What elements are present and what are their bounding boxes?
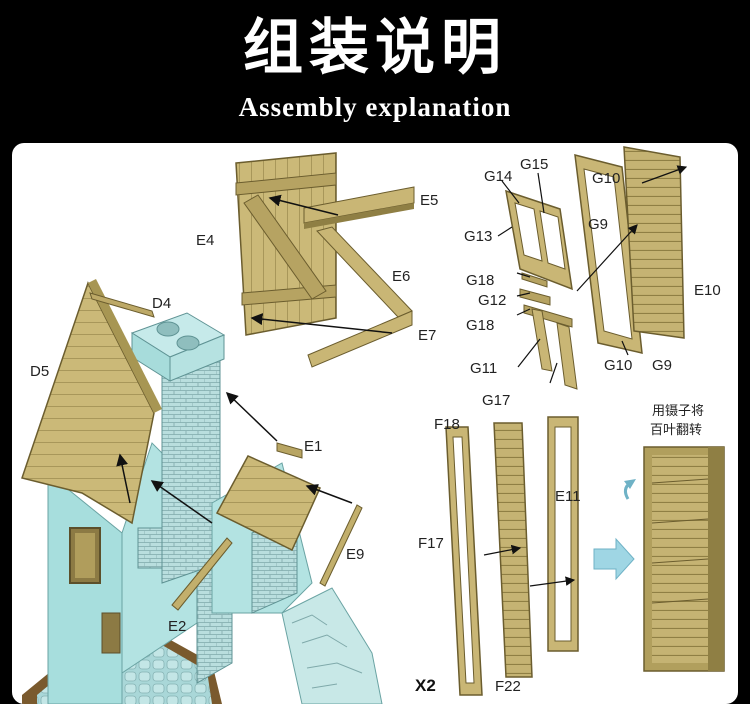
label-g10-top: G10: [592, 170, 620, 187]
window-g-assembly: [497, 146, 688, 390]
label-e2: E2: [168, 618, 186, 635]
label-f18: F18: [434, 416, 460, 433]
label-e10: E10: [694, 282, 721, 299]
label-g18-top: G18: [466, 272, 494, 289]
page-title-cn: 组装说明: [243, 13, 507, 83]
label-g9-bottom: G9: [652, 357, 672, 374]
label-e5: E5: [420, 192, 438, 209]
shutter-f-assembly: [445, 416, 725, 696]
label-g12: G12: [478, 292, 506, 309]
label-e6: E6: [392, 268, 410, 285]
label-d4: D4: [152, 295, 171, 312]
assembly-diagram: D4 D5 E1 E2 E4 E5 E6 E7 E9 G14 G15 G13 G…: [21, 146, 725, 704]
label-e7: E7: [418, 327, 436, 344]
label-f17: F17: [418, 535, 444, 552]
label-e4: E4: [196, 232, 214, 249]
label-g15: G15: [520, 156, 548, 173]
label-g18-bottom: G18: [466, 317, 494, 334]
label-g17: G17: [482, 392, 510, 409]
label-g11: G11: [470, 360, 497, 377]
label-g14: G14: [484, 168, 512, 185]
label-g9-top: G9: [588, 216, 608, 233]
quantity-x2: X2: [415, 676, 436, 695]
label-e11: E11: [555, 488, 581, 505]
instruction-panel: D4 D5 E1 E2 E4 E5 E6 E7 E9 G14 G15 G13 G…: [12, 143, 738, 704]
house-illustration: [21, 279, 383, 704]
label-d5: D5: [30, 363, 49, 380]
label-g10-bottom: G10: [604, 357, 632, 374]
label-e9: E9: [346, 546, 364, 563]
door-e-assembly: [235, 152, 415, 368]
note-line-2: 百叶翻转: [650, 423, 702, 438]
label-e1: E1: [304, 438, 322, 455]
label-f22: F22: [495, 678, 521, 695]
page-subtitle-en: Assembly explanation: [238, 92, 512, 122]
note-line-1: 用镊子将: [652, 404, 704, 419]
label-g13: G13: [464, 228, 492, 245]
